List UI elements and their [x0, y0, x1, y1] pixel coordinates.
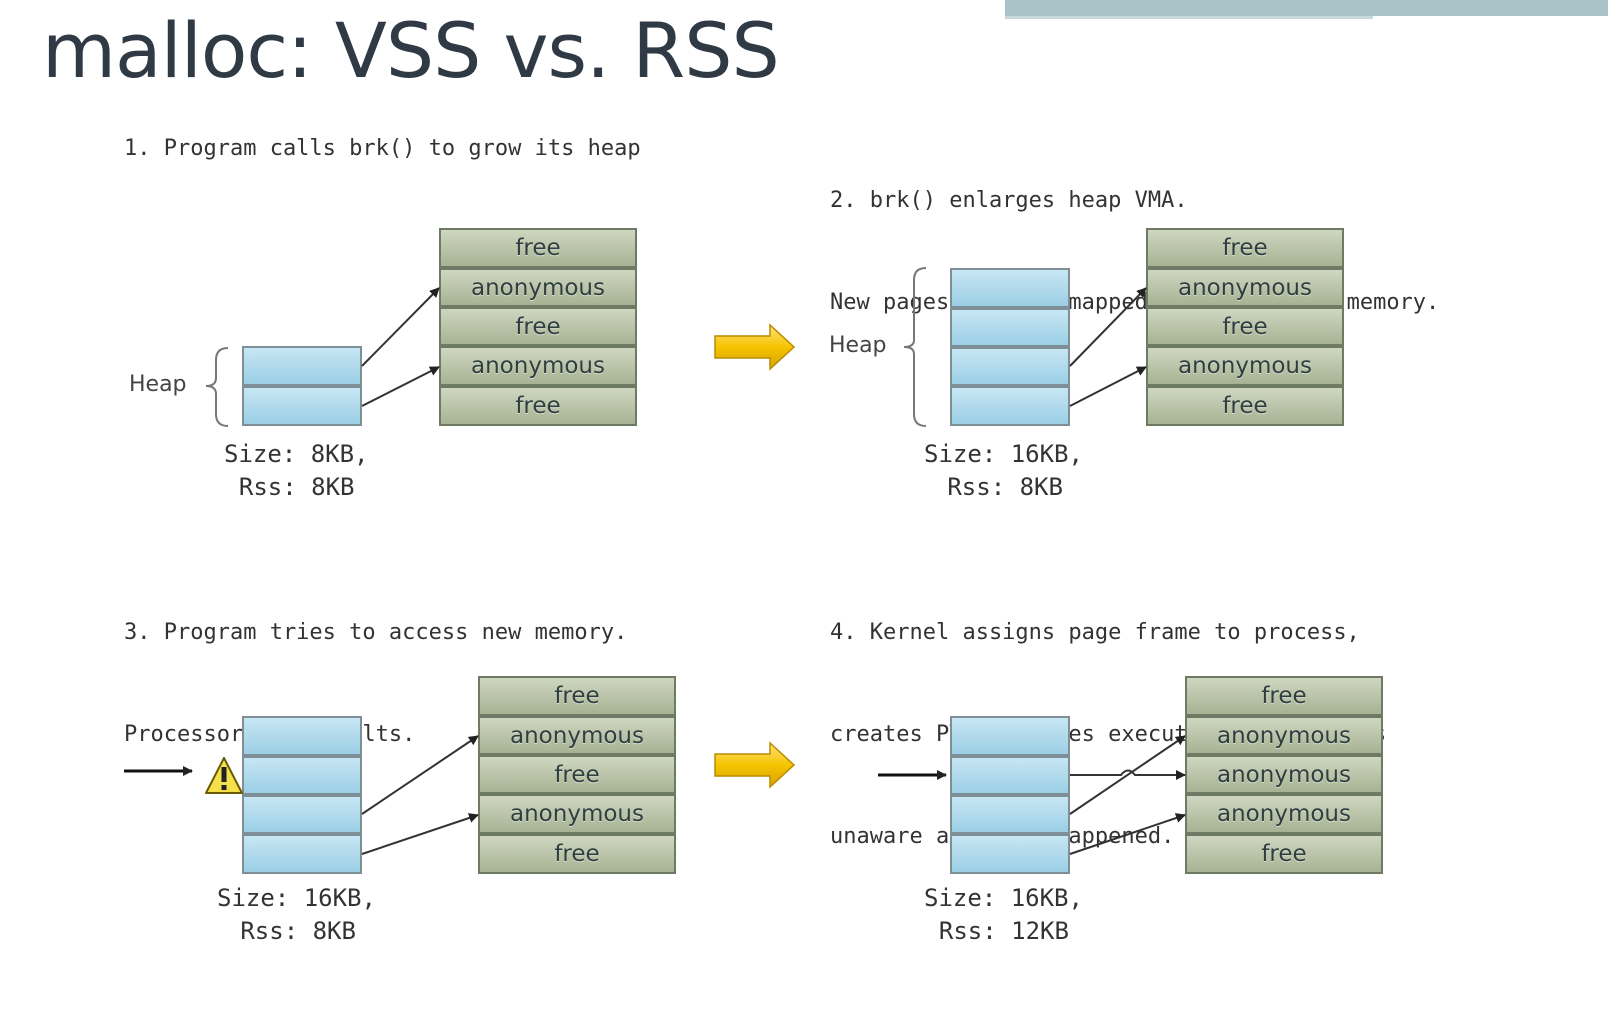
size-text: Size: 16KB,: [924, 884, 1083, 912]
memory-frame: free: [1146, 228, 1344, 268]
rss-text: Rss: 12KB: [938, 917, 1069, 945]
panel-2-size: Size: 16KB, Rss: 8KB: [924, 438, 1083, 504]
size-text: Size: 8KB,: [224, 440, 369, 468]
panel-3-size: Size: 16KB, Rss: 8KB: [217, 882, 376, 948]
heap-page: [242, 834, 362, 874]
heap-page: [242, 386, 362, 426]
memory-frame: free: [439, 228, 637, 268]
size-text: Size: 16KB,: [217, 884, 376, 912]
memory-frame: anonymous: [478, 716, 676, 755]
memory-frame: anonymous: [478, 794, 676, 834]
panel-4-caption-line-1: 4. Kernel assigns page frame to process,: [830, 620, 1360, 645]
header-accent-bar-secondary: [1005, 16, 1373, 19]
heap-page: [950, 268, 1070, 308]
memory-frame: anonymous: [439, 268, 637, 307]
rss-text: Rss: 8KB: [240, 917, 356, 945]
heap-page: [950, 756, 1070, 795]
memory-frame: free: [478, 834, 676, 874]
heap-page: [242, 346, 362, 386]
memory-frame: anonymous: [1185, 794, 1383, 834]
heap-label: Heap: [829, 333, 887, 358]
memory-frame: free: [1185, 676, 1383, 716]
memory-frame: free: [1146, 386, 1344, 426]
rss-text: Rss: 8KB: [238, 473, 355, 501]
heap-page: [242, 716, 362, 756]
heap-page: [950, 347, 1070, 386]
panel-3-caption-line-1: 3. Program tries to access new memory.: [124, 620, 628, 645]
size-text: Size: 16KB,: [924, 440, 1083, 468]
heap-page: [950, 716, 1070, 756]
slide-title: malloc: VSS vs. RSS: [42, 6, 780, 95]
memory-frame: free: [439, 307, 637, 346]
header-accent-bar: [1005, 0, 1608, 16]
memory-frame: free: [439, 386, 637, 426]
panel-1-size: Size: 8KB, Rss: 8KB: [224, 438, 369, 504]
panel-2-caption-line-1: 2. brk() enlarges heap VMA.: [830, 188, 1188, 213]
rss-text: Rss: 8KB: [947, 473, 1063, 501]
memory-frame: free: [1185, 834, 1383, 874]
panel-4-size: Size: 16KB, Rss: 12KB: [924, 882, 1083, 948]
heap-page: [242, 795, 362, 834]
memory-frame: anonymous: [1146, 268, 1344, 307]
heap-page: [950, 834, 1070, 874]
memory-frame: anonymous: [1146, 346, 1344, 386]
memory-frame: anonymous: [1185, 716, 1383, 755]
heap-page: [950, 386, 1070, 426]
heap-page: [950, 308, 1070, 347]
heap-label: Heap: [129, 372, 187, 397]
memory-frame: anonymous: [1185, 755, 1383, 794]
memory-frame: free: [478, 755, 676, 794]
memory-frame: free: [1146, 307, 1344, 346]
panel-1-caption: 1. Program calls brk() to grow its heap: [124, 136, 641, 161]
heap-page: [950, 795, 1070, 834]
memory-frame: free: [478, 676, 676, 716]
heap-page: [242, 756, 362, 795]
memory-frame: anonymous: [439, 346, 637, 386]
